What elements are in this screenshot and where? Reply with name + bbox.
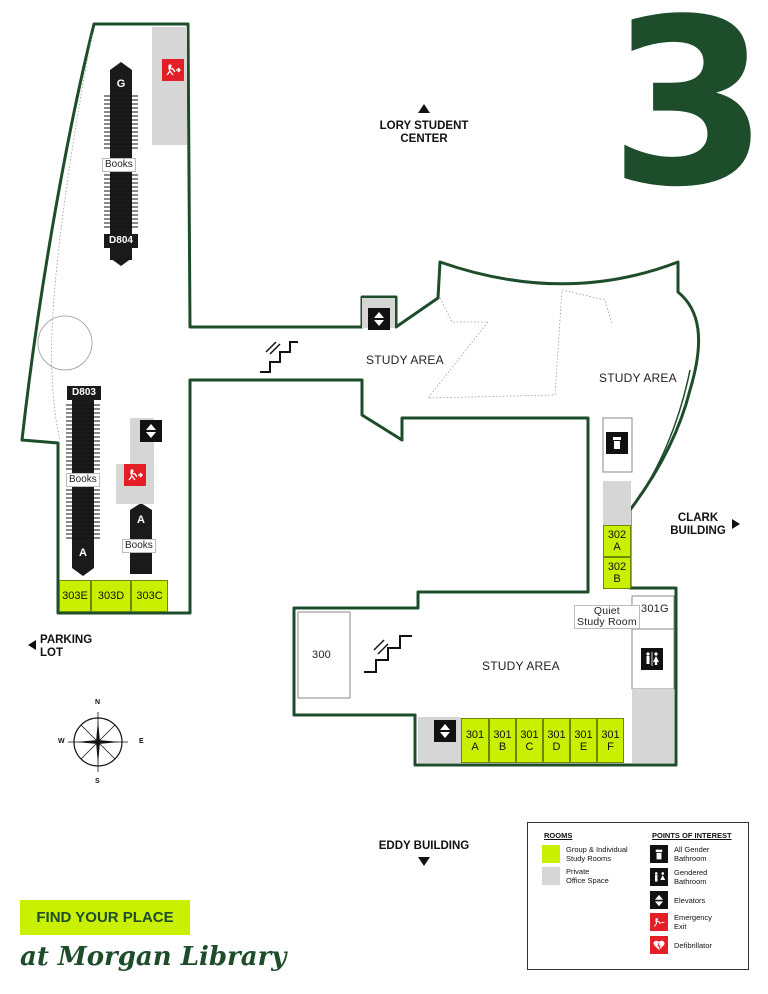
elevator-icon [650, 891, 668, 909]
office-right-lower [632, 689, 674, 763]
room-301g[interactable]: 301G [641, 603, 669, 615]
legend-gendered-label: Gendered Bathroom [674, 868, 708, 886]
legend-elevators-label: Elevators [674, 895, 706, 905]
legend-exit-label: Emergency Exit [674, 913, 712, 931]
room-301d[interactable]: 301 D [543, 718, 570, 763]
room-300-box [297, 611, 351, 699]
legend-defib-label: Defibrillator [674, 940, 712, 950]
stairs-top [260, 341, 298, 373]
legend-group-label: Group & Individual Study Rooms [566, 845, 628, 863]
compass-e: E [139, 738, 144, 745]
room-302a[interactable]: 302 A [603, 525, 631, 557]
room-301b[interactable]: 301 B [489, 718, 516, 763]
emergency-exit-icon [162, 59, 184, 81]
direction-lory: LORY STUDENT CENTER [379, 120, 469, 145]
compass-s: S [95, 778, 100, 785]
library-title: at Morgan Library [20, 942, 287, 972]
room-301c[interactable]: 301 C [516, 718, 543, 763]
legend-group-rooms: Group & Individual Study Rooms [542, 845, 628, 863]
elevator-icon [368, 308, 390, 330]
map-legend: ROOMS POINTS OF INTEREST Group & Individ… [527, 822, 749, 970]
legend-office-label: Private Office Space [566, 867, 609, 885]
stack-label-books-upper: Books [102, 158, 136, 172]
emergency-exit-icon [124, 464, 146, 486]
room-300[interactable]: 300 [312, 649, 331, 661]
room-303d[interactable]: 303D [91, 580, 131, 612]
bathroom-box [631, 628, 675, 690]
stack-label-books-lower: Books [66, 473, 100, 487]
legend-elevators: Elevators [650, 891, 705, 909]
direction-eddy: EDDY BUILDING [378, 840, 470, 852]
arrow-left-icon [28, 640, 36, 650]
shelf-ticks [66, 95, 138, 539]
study-area-top: STUDY AREA [366, 353, 444, 367]
study-area-right: STUDY AREA [599, 371, 677, 385]
legend-all-gender-label: All Gender Bathroom [674, 845, 710, 863]
office-302 [603, 481, 631, 525]
legend-office: Private Office Space [542, 867, 609, 885]
direction-parking: PARKING LOT [40, 634, 93, 659]
compass-rose [68, 712, 128, 772]
floor-number: 3 [608, 0, 768, 238]
atrium-circle [37, 315, 93, 371]
stack-label-books-small: Books [122, 539, 156, 553]
room-301f[interactable]: 301 F [597, 718, 624, 763]
call-number-g: G [110, 77, 132, 91]
all-gender-bathroom-icon [650, 845, 668, 863]
study-area-outline [427, 289, 613, 399]
legend-poi-title: POINTS OF INTEREST [652, 831, 732, 840]
call-number-d804: D804 [104, 234, 138, 248]
all-gender-bathroom-icon [606, 432, 628, 454]
legend-exit: Emergency Exit [650, 913, 712, 931]
call-number-a-lower: A [72, 546, 94, 560]
emergency-exit-icon [650, 913, 668, 931]
arrow-up-icon [418, 104, 430, 113]
quiet-study-room: Quiet Study Room [574, 605, 640, 629]
room-301a[interactable]: 301 A [461, 718, 489, 763]
legend-all-gender: All Gender Bathroom [650, 845, 709, 863]
atrium-curve [51, 34, 93, 441]
direction-clark: CLARK BUILDING [670, 512, 726, 537]
compass-w: W [58, 738, 65, 745]
office-top-left [152, 27, 187, 145]
gendered-bathroom-icon [650, 868, 668, 886]
swatch-study-room [542, 845, 560, 863]
compass-n: N [95, 699, 101, 706]
swatch-office [542, 867, 560, 885]
study-area-bottom: STUDY AREA [482, 659, 560, 673]
find-your-place-banner: FIND YOUR PLACE [20, 900, 190, 935]
building-outline [20, 22, 701, 767]
room-301e[interactable]: 301 E [570, 718, 597, 763]
room-302b[interactable]: 302 B [603, 557, 631, 589]
gendered-bathroom-icon [641, 648, 663, 670]
call-number-a-small: A [130, 513, 152, 527]
legend-defib: Defibrillator [650, 936, 712, 954]
stairs-bottom [364, 635, 412, 673]
room-303e[interactable]: 303E [59, 580, 91, 612]
inner-wall [629, 369, 691, 511]
arrow-down-icon [418, 857, 430, 866]
arrow-right-icon [732, 519, 740, 529]
call-number-d803: D803 [67, 386, 101, 400]
defibrillator-icon [650, 936, 668, 954]
room-303c[interactable]: 303C [131, 580, 168, 612]
legend-rooms-title: ROOMS [544, 831, 573, 840]
elevator-icon [140, 420, 162, 442]
legend-gendered: Gendered Bathroom [650, 868, 707, 886]
elevator-icon [434, 720, 456, 742]
